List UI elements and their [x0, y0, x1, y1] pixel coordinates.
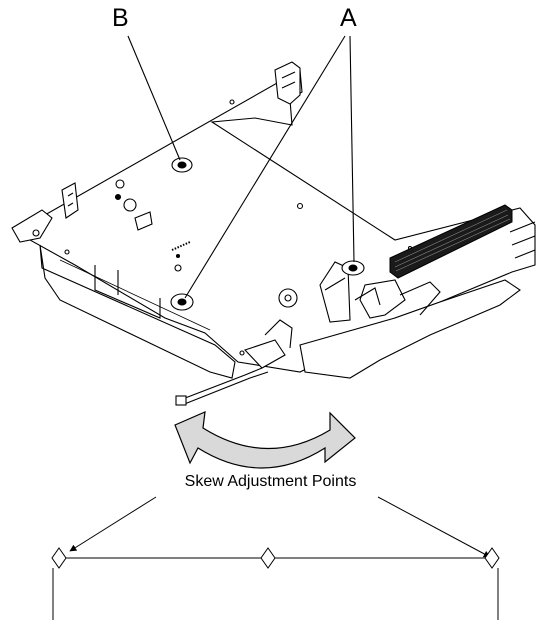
adjustment-point-b: [171, 157, 193, 173]
caption-arrows: [69, 496, 491, 558]
skew-point-right: [484, 547, 500, 569]
rotation-arrow: [174, 411, 356, 469]
leader-b: [127, 35, 181, 161]
top-plate: [21, 69, 536, 373]
skew-point-center: [260, 547, 276, 569]
leader-a-left: [184, 35, 346, 299]
left-skirt: [39, 244, 236, 379]
skew-point-left: [51, 547, 67, 569]
callout-leaders: [127, 35, 355, 299]
skew-reference-frame: [51, 547, 500, 620]
adjustment-point-a-left: [170, 293, 194, 311]
callout-label-b: B: [112, 4, 129, 32]
right-rail: [299, 279, 521, 379]
feed-guide: [389, 204, 513, 279]
left-hinge: [61, 182, 79, 219]
adjustment-point-a-right: [341, 260, 365, 276]
skew-caption: Skew Adjustment Points: [184, 473, 357, 490]
rear-bracket: [274, 61, 301, 105]
leader-a-right: [349, 35, 355, 263]
callout-label-a: A: [340, 4, 357, 32]
cable-harness: [179, 367, 269, 406]
assembly-illustration: [11, 61, 536, 406]
caption-arrow-right: [377, 496, 491, 558]
caption-arrow-left: [69, 496, 157, 552]
